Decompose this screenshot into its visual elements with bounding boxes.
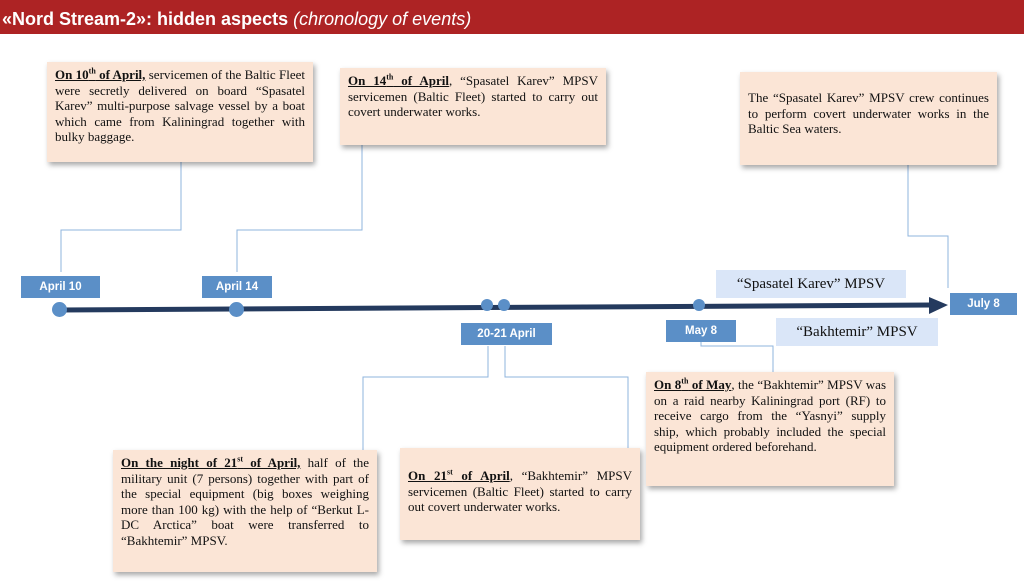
timeline-marker-april20: [481, 299, 493, 311]
connector-april21-night: [362, 346, 489, 450]
connector-april10: [60, 162, 182, 272]
event-box-april21: On 21st of April, “Bakhtemir” MPSV servi…: [400, 448, 640, 540]
page-subtitle: (chronology of events): [293, 9, 472, 29]
event-may8-text: , the “Bakhtemir” MPSV was on a raid nea…: [654, 377, 887, 455]
event-april10-lead: On 10th of April,: [55, 66, 146, 82]
event-july8-text: The “Spasatel Karev” MPSV crew continues…: [748, 90, 989, 137]
timeline-marker-april14: [229, 302, 244, 317]
event-april21-night-text: half of the military unit (7 persons) to…: [121, 455, 369, 548]
event-box-april14: On 14th of April, “Spasatel Karev” MPSV …: [340, 68, 606, 145]
connector-may8: [700, 342, 774, 372]
title-bar: «Nord Stream-2»: hidden aspects (chronol…: [0, 0, 1024, 34]
event-box-april21-night: On the night of 21st of April, half of t…: [113, 450, 377, 572]
timeline-marker-may8: [693, 299, 705, 311]
event-april21-text: , “Bakhtemir” MPSV servicemen (Baltic Fl…: [408, 468, 633, 515]
event-april10-text: servicemen of the Baltic Fleet were secr…: [55, 67, 305, 145]
event-box-may8: On 8th of May, the “Bakhtemir” MPSV was …: [646, 372, 894, 486]
vessel-label-bakhtemir: “Bakhtemir” MPSV: [776, 318, 938, 346]
date-tag-april10: April 10: [21, 276, 100, 298]
event-april14-text: , “Spasatel Karev” MPSV servicemen (Balt…: [348, 73, 598, 120]
timeline-marker-april10: [52, 302, 67, 317]
event-april21-night-lead: On the night of 21st of April,: [121, 454, 301, 470]
date-tag-april20-21: 20-21 April: [461, 323, 552, 345]
page-title: «Nord Stream-2»: hidden aspects: [2, 9, 289, 29]
connector-april21: [504, 346, 629, 448]
event-april14-lead: On 14th of April: [348, 72, 449, 88]
date-tag-april14: April 14: [202, 276, 272, 298]
event-may8-lead: On 8th of May: [654, 376, 732, 392]
vessel-label-karev: “Spasatel Karev” MPSV: [716, 270, 906, 298]
timeline-axis: [59, 302, 933, 313]
event-box-july8: The “Spasatel Karev” MPSV crew continues…: [740, 72, 997, 165]
timeline-arrowhead: [929, 297, 948, 314]
connector-lines: [60, 145, 949, 450]
event-april21-lead: On 21st of April: [408, 467, 510, 483]
timeline-marker-april21: [498, 299, 510, 311]
event-box-april10: On 10th of April, servicemen of the Balt…: [47, 62, 313, 162]
date-tag-july8: July 8: [950, 293, 1017, 315]
connector-april14: [236, 145, 363, 272]
date-tag-may8: May 8: [666, 320, 736, 342]
connector-july8: [907, 165, 949, 288]
